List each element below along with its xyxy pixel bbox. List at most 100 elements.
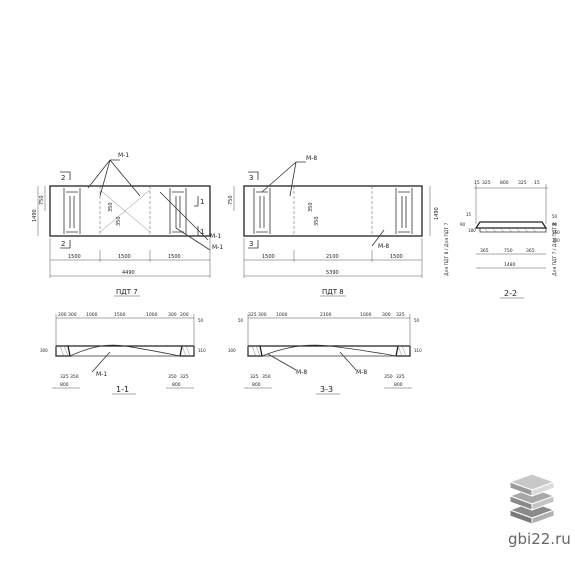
section11-top-dim-3: 1000 xyxy=(86,312,98,318)
section22-bottom-dim-3: 365 xyxy=(526,248,535,254)
pdt8-height-dim-half: 750 xyxy=(228,195,234,205)
section11-end-left: 800 xyxy=(60,382,69,388)
section-2-2: 15 325 800 325 15 365 750 365 1480 90 18… xyxy=(444,180,560,299)
pdt8-left-support xyxy=(253,188,271,234)
pdt7-seg-dim-3: 1500 xyxy=(168,254,181,260)
section33-top-dim-3: 1000 xyxy=(276,312,288,318)
pdt7-seg-dim-2: 1500 xyxy=(118,254,131,260)
section11-bottom-dim-1: 325 xyxy=(60,374,69,380)
pdt7-title: ПДТ 7 xyxy=(116,288,138,296)
section33-side-dim-2: 300 xyxy=(228,348,236,353)
pdt7-callout-top: М-1 xyxy=(118,152,129,159)
pdt8-inner-dim-2: 350 xyxy=(314,216,320,226)
section33-bottom-dim-2: 350 xyxy=(262,374,271,380)
section22-bottom-dim-2: 750 xyxy=(504,248,513,254)
pdt8-height-dim-total: 1490 xyxy=(434,207,440,220)
pdt8-total-dim: 5390 xyxy=(326,270,339,276)
section11-end-right: 800 xyxy=(172,382,181,388)
pdt7-callout-right-1: М-1 xyxy=(210,233,221,240)
pdt8-inner-dim-1: 350 xyxy=(308,202,314,212)
section33-title: 3-3 xyxy=(320,385,333,394)
section11-side-dim-1: 300 xyxy=(40,348,48,353)
section22-side-dim-5: 60 xyxy=(552,222,558,227)
section22-bottom-dim-1: 365 xyxy=(480,248,489,254)
section22-top-dim-2: 325 xyxy=(482,180,491,186)
section11-top-dim-7: 200 xyxy=(180,312,189,318)
section33-top-dim-2: 300 xyxy=(258,312,267,318)
section11-bottom-dim-3: 350 xyxy=(168,374,177,380)
section22-total-dim: 1480 xyxy=(504,262,516,268)
section22-title: 2-2 xyxy=(504,289,517,298)
plan-pdt7: М-1 М-1 М-1 2 2 1 1 350 350 1490 750 150… xyxy=(32,152,223,297)
pdt7-section-mark-1-top: 1 xyxy=(200,198,204,206)
section22-side-dim-2: 180 xyxy=(468,228,476,233)
section33-top-dim-6: 300 xyxy=(382,312,391,318)
section22-top-dim-5: 15 xyxy=(534,180,540,186)
section11-title: 1-1 xyxy=(116,385,129,394)
section22-side-dim-6: 150 xyxy=(552,230,560,235)
section11-bottom-dim-2: 350 xyxy=(70,374,79,380)
pdt8-section-mark-3-bottom: 3 xyxy=(249,240,253,248)
section33-top-dim-5: 1000 xyxy=(360,312,372,318)
pdt8-right-support xyxy=(395,188,413,234)
pdt7-height-dim-total: 1490 xyxy=(32,209,38,222)
pdt7-section-mark-1-bottom: 1 xyxy=(200,228,204,236)
pdt7-right-support xyxy=(169,188,187,234)
section33-top-dim-7: 325 xyxy=(396,312,405,318)
section22-side-dim-3: 15 xyxy=(466,212,472,217)
pdt7-section-mark-2-bottom: 2 xyxy=(61,240,65,248)
pdt8-callout-top: М-8 xyxy=(306,155,317,162)
section33-top-dim-4: 2100 xyxy=(320,312,332,318)
section22-profile xyxy=(474,221,548,229)
section11-top-dim-6: 300 xyxy=(168,312,177,318)
section22-side-dim-7: 300 xyxy=(552,238,560,243)
stacked-slabs-logo-icon xyxy=(508,473,556,525)
section33-side-dim-4: 310 xyxy=(414,348,422,353)
section11-top-dim-1: 200 xyxy=(58,312,67,318)
section33-bottom-dim-3: 350 xyxy=(384,374,393,380)
pdt8-outline xyxy=(243,185,423,237)
section22-top-dim-1: 15 xyxy=(474,180,480,186)
pdt8-seg-dim-1: 1500 xyxy=(262,254,275,260)
section11-bottom-dim-4: 325 xyxy=(180,374,189,380)
plan-pdt8: М-8 М-8 3 3 350 350 750 1490 1500 2100 1… xyxy=(228,155,440,297)
section33-bottom-dim-1: 325 xyxy=(250,374,259,380)
section22-note-right: Для ПДТ 7 / Для ПДТ 8 xyxy=(552,223,558,276)
site-watermark-text: gbi22.ru xyxy=(508,530,571,548)
section22-top-dim-3: 800 xyxy=(500,180,509,186)
section11-top-dim-2: 300 xyxy=(68,312,77,318)
pdt7-callout-right-2: М-1 xyxy=(212,244,223,251)
section33-callout-1: М-8 xyxy=(296,369,307,376)
section33-top-dim-1: 325 xyxy=(248,312,257,318)
pdt8-seg-dim-3: 1500 xyxy=(390,254,403,260)
pdt8-title: ПДТ 8 xyxy=(322,288,344,296)
section11-top-dim-5: 1000 xyxy=(146,312,158,318)
pdt7-section-mark-2-top: 2 xyxy=(61,174,65,182)
section33-end-left: 800 xyxy=(252,382,261,388)
section11-callout: М-1 xyxy=(96,371,107,378)
section22-note-left: Для ПДТ 8 / Для ПДТ 7 xyxy=(444,223,450,276)
pdt7-outline xyxy=(49,185,211,237)
section-1-1: 200 300 1000 1500 1000 300 200 М-1 325 3… xyxy=(40,312,206,395)
section11-top-dim-4: 1500 xyxy=(114,312,126,318)
pdt7-height-dim-half: 750 xyxy=(39,195,45,205)
section22-top-dim-4: 325 xyxy=(518,180,527,186)
pdt7-inner-dim-2: 350 xyxy=(116,216,122,226)
section33-end-right: 800 xyxy=(394,382,403,388)
pdt7-seg-dim-1: 1500 xyxy=(68,254,81,260)
section11-side-dim-2: 50 xyxy=(198,318,204,323)
pdt8-callout-bottom: М-8 xyxy=(378,243,389,250)
pdt7-inner-dim-1: 350 xyxy=(108,202,114,212)
section11-side-dim-3: 310 xyxy=(198,348,206,353)
section33-side-dim-1: 50 xyxy=(238,318,244,323)
pdt7-total-dim: 4490 xyxy=(122,270,135,276)
pdt8-section-mark-3-top: 3 xyxy=(249,174,253,182)
pdt7-left-support xyxy=(63,188,81,234)
section33-side-dim-3: 50 xyxy=(414,318,420,323)
pdt8-seg-dim-2: 2100 xyxy=(326,254,339,260)
section33-bottom-dim-4: 325 xyxy=(396,374,405,380)
section-3-3: 325 300 1000 2100 1000 300 325 М-8 М-8 3… xyxy=(228,312,422,395)
section33-callout-2: М-8 xyxy=(356,369,367,376)
section22-side-dim-1: 90 xyxy=(460,222,466,227)
